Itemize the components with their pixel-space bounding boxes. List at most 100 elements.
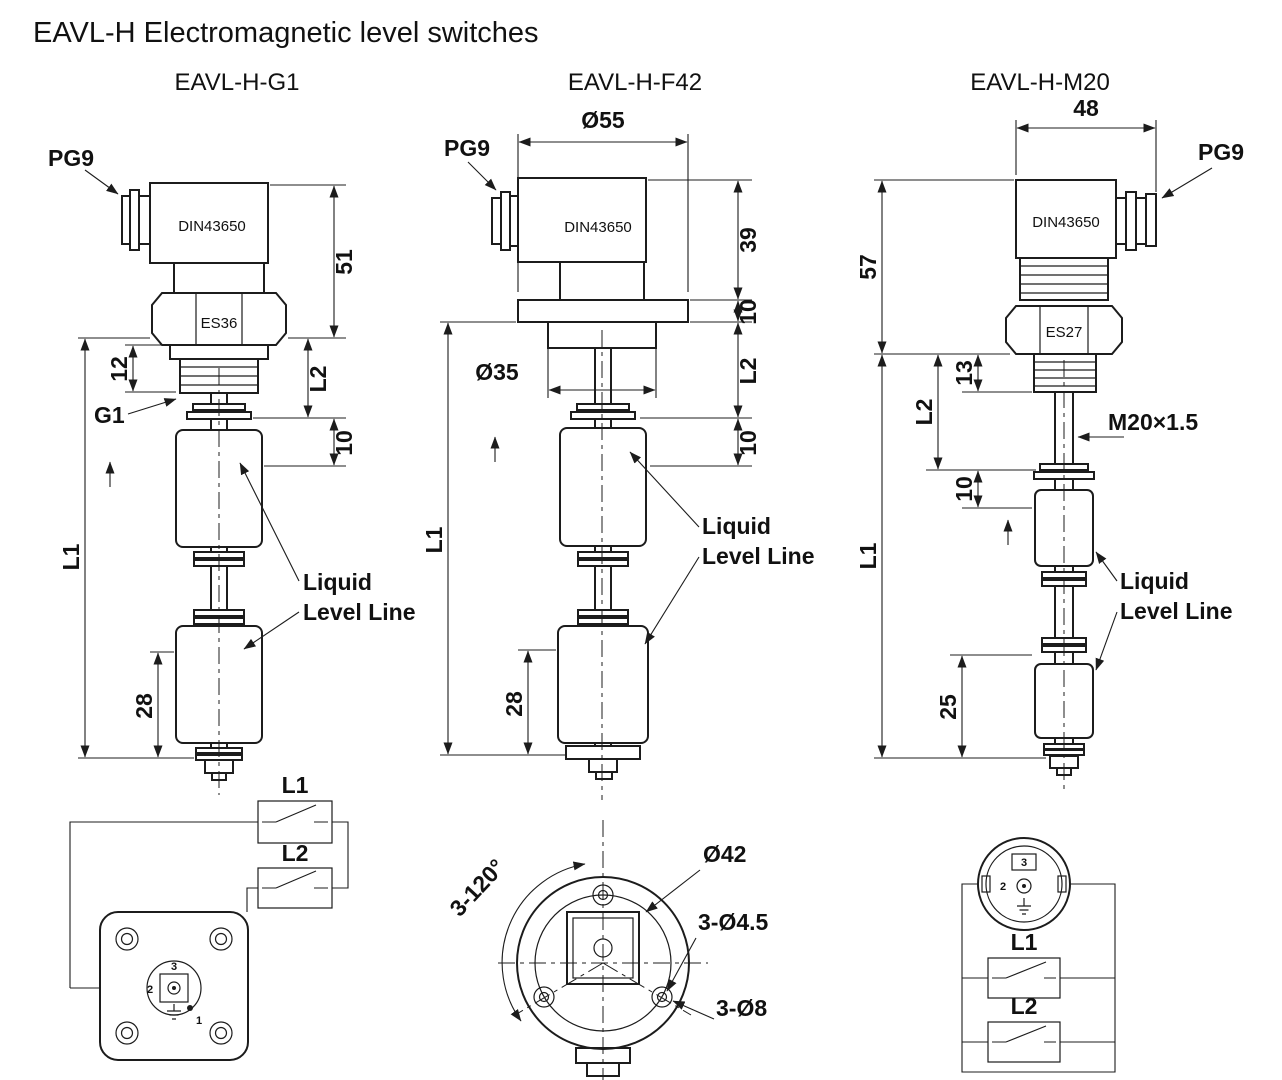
circuit-l1-label: L1: [1011, 929, 1038, 955]
pin-1-label: 1: [196, 1015, 202, 1027]
pg9-gland: [1115, 197, 1127, 245]
dia42-leader: [645, 869, 701, 913]
dim-10: 10: [331, 430, 357, 456]
pg9-gland: [129, 189, 140, 251]
dim-l2: L2: [305, 366, 331, 393]
circuit-wires: [961, 883, 1116, 1073]
pin-3-label: 3: [1021, 857, 1027, 869]
circuit-l1-label: L1: [282, 772, 309, 798]
connector-neck: [173, 262, 265, 294]
liquid-level-label: Liquid: [303, 569, 372, 595]
g1-connector-face-view: L1 L2 3 2 1: [69, 772, 349, 1061]
g1-thread-leader: [127, 398, 177, 415]
dim-48: 48: [1073, 95, 1099, 121]
bottom-tab: [586, 1062, 620, 1077]
pg9-gland: [1145, 193, 1157, 247]
page-title: EAVL-H Electromagnetic level switches: [33, 17, 539, 49]
holes-small-leader: [666, 937, 697, 992]
pg9-label: PG9: [48, 145, 94, 171]
hex-nut: [1005, 305, 1123, 355]
circuit-l2-label: L2: [1011, 993, 1038, 1019]
dim-28: 28: [501, 691, 527, 717]
dim-12: 12: [106, 356, 132, 382]
end-washer: [565, 745, 641, 760]
pin-frame: [159, 973, 189, 1003]
threaded-neck: [1019, 257, 1109, 301]
pg9-gland: [1125, 191, 1137, 251]
pg9-gland: [1135, 197, 1147, 245]
liquid-level-leader: [644, 556, 700, 645]
pin-2-label: 2: [1000, 881, 1006, 893]
f42-device-body: [491, 177, 689, 780]
pg9-leader: [467, 161, 497, 191]
dim-l1: L1: [855, 542, 881, 569]
m20-dimensions: 48 PG9 57 13 L2 10 L1 25 M20×1.5 Liquid …: [855, 95, 1244, 759]
end-cap: [588, 758, 618, 773]
liquid-level-label: Level Line: [303, 599, 415, 625]
liquid-level-label: Liquid: [702, 513, 771, 539]
dim-10: 10: [735, 430, 761, 456]
pg9-label: PG9: [444, 135, 490, 161]
dim-13: 13: [951, 360, 977, 386]
liquid-level-leader: [629, 451, 700, 528]
dim-51: 51: [331, 249, 357, 275]
earth-ground-symbol: [1017, 898, 1031, 915]
pg9-label: PG9: [1198, 139, 1244, 165]
stop-ring: [577, 551, 629, 559]
stop-ring: [577, 617, 629, 625]
dia-55: Ø55: [581, 107, 625, 133]
pg9-gland: [509, 195, 519, 247]
hex-size-label: ES27: [1046, 324, 1083, 341]
screw-hole: [115, 1021, 139, 1045]
circuit-wires: [69, 821, 349, 989]
holes-large-label: 3-Ø8: [716, 995, 767, 1021]
dim-57: 57: [855, 254, 881, 280]
g1-device-body: [121, 182, 287, 781]
float-lower: [557, 625, 649, 744]
liquid-level-leader: [243, 611, 300, 650]
center-hole: [593, 938, 613, 958]
pg9-gland: [500, 191, 511, 251]
stop-ring: [576, 403, 630, 411]
side-tab: [1057, 875, 1067, 893]
stop-ring: [577, 559, 629, 567]
switch-contact: [992, 961, 1056, 979]
switch-contact: [262, 870, 328, 889]
liquid-level-label: Liquid: [1120, 568, 1189, 594]
connector-neck: [559, 261, 645, 301]
dia-42-label: Ø42: [703, 841, 746, 867]
variant-m20-title: EAVL-H-M20: [970, 69, 1110, 96]
hex-size-label: ES36: [201, 315, 238, 332]
pg9-gland: [138, 195, 151, 245]
dim-39: 39: [735, 227, 761, 253]
variant-f42-title: EAVL-H-F42: [568, 69, 702, 96]
dim-l1: L1: [421, 526, 447, 553]
angle-label: 3-120°: [444, 854, 509, 921]
dim-l2: L2: [735, 358, 761, 385]
m20-connector-face-view: 3 2 L1 L2: [961, 837, 1116, 1073]
dia-35: Ø35: [475, 359, 519, 385]
switch-contact: [262, 804, 328, 823]
dim-28: 28: [131, 693, 157, 719]
liquid-level-label: Level Line: [1120, 598, 1232, 624]
stop-ring: [570, 411, 636, 420]
screw-hole: [209, 1021, 233, 1045]
liquid-level-leader: [1095, 611, 1118, 671]
liquid-level-label: Level Line: [702, 543, 814, 569]
pg9-leader: [1161, 167, 1213, 199]
end-cap: [595, 771, 613, 780]
din-label: DIN43650: [1032, 214, 1100, 231]
pin-frame: [1011, 853, 1037, 871]
washer: [169, 344, 269, 360]
pin-3-label: 3: [171, 961, 177, 973]
variant-m20: EAVL-H-M20: [855, 69, 1244, 792]
din-connector-box: [149, 182, 269, 264]
dim-l2: L2: [911, 399, 937, 426]
screw-hole: [115, 927, 139, 951]
variant-g1-title: EAVL-H-G1: [175, 69, 300, 96]
din-connector-box: [517, 177, 647, 263]
din-connector-box: [1015, 179, 1117, 259]
variant-f42: EAVL-H-F42 DIN43650: [421, 69, 814, 800]
liquid-level-leader: [239, 462, 300, 582]
